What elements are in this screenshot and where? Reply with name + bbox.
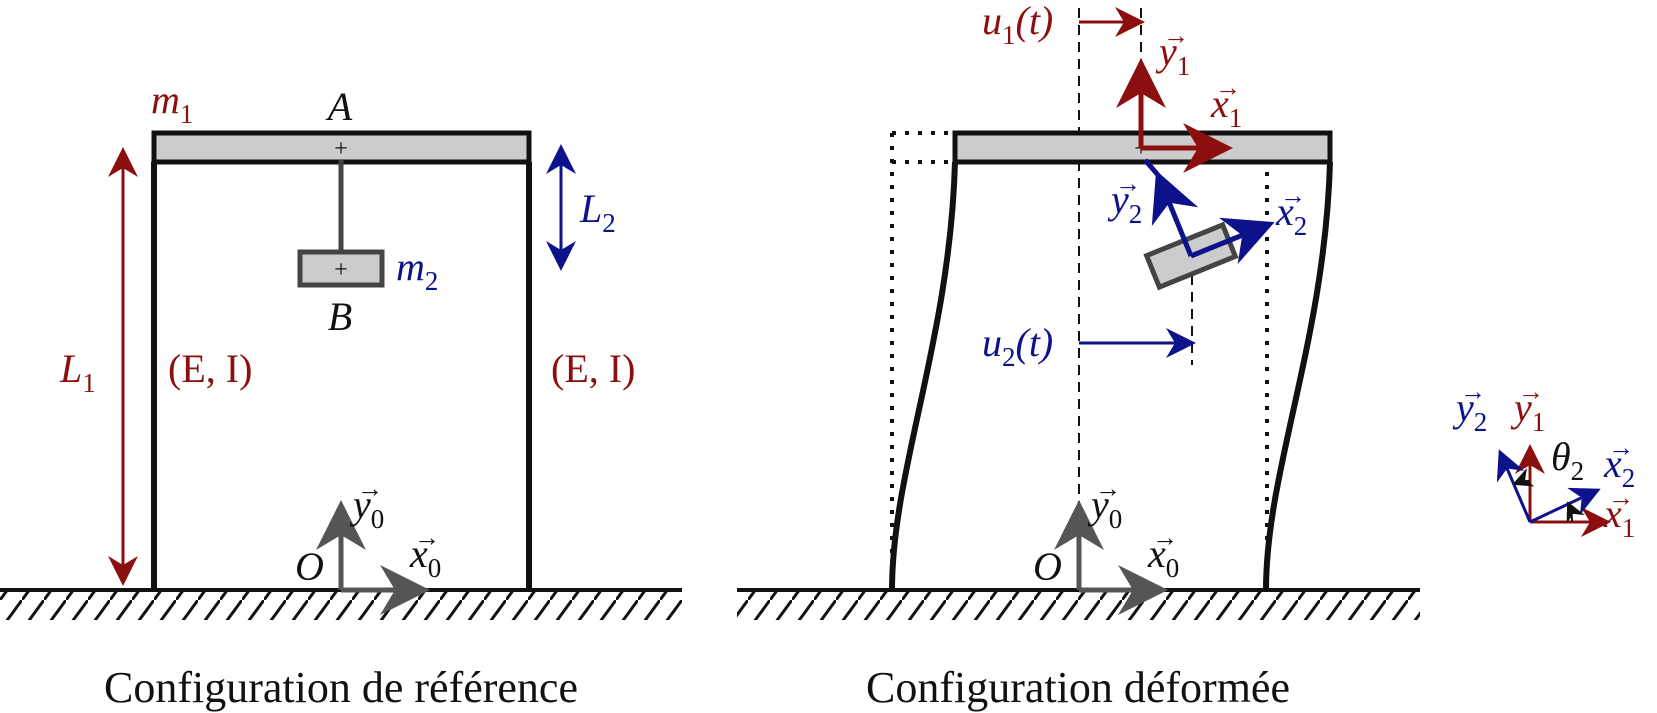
inset-x2-axis bbox=[1529, 487, 1601, 524]
reference-outline-dotted bbox=[890, 131, 1269, 590]
deformed-configuration: + u1(t) u2(t) → y1 → x1 → y2 bbox=[737, 0, 1420, 712]
inset-x2-label: → x2 bbox=[1603, 433, 1635, 493]
x0-label-right: → x0 bbox=[1147, 523, 1179, 583]
pendulum-mass bbox=[297, 249, 385, 288]
y1-label: → y1 bbox=[1155, 21, 1190, 81]
svg-text:y0: y0 bbox=[349, 482, 384, 534]
deformed-left-column bbox=[889, 161, 958, 591]
svg-text:→: → bbox=[1608, 433, 1634, 462]
b-label: B bbox=[328, 294, 352, 339]
y2-label: → y2 bbox=[1107, 169, 1142, 229]
svg-text:x0: x0 bbox=[1147, 531, 1179, 583]
svg-text:x0: x0 bbox=[409, 531, 441, 583]
svg-text:y2: y2 bbox=[1452, 385, 1487, 437]
svg-text:→: → bbox=[1115, 169, 1141, 198]
svg-text:x1: x1 bbox=[1603, 491, 1635, 543]
x2-label: → x2 bbox=[1275, 181, 1307, 241]
top-beam bbox=[151, 130, 532, 165]
svg-text:x2: x2 bbox=[1603, 441, 1635, 493]
inset-y1-label: → y1 bbox=[1510, 377, 1545, 437]
rotation-angle-inset: → y2 → y1 θ2 → x2 → x1 bbox=[1452, 377, 1635, 543]
u2-label: u2(t) bbox=[982, 320, 1053, 372]
ei-left-label: (E, I) bbox=[168, 346, 252, 391]
inset-theta2-label: θ2 bbox=[1551, 434, 1584, 486]
inset-angle-arc-y bbox=[1512, 467, 1535, 487]
svg-text:x2: x2 bbox=[1275, 189, 1307, 241]
svg-text:→: → bbox=[1095, 474, 1121, 503]
inset-angle-arc-x bbox=[1566, 501, 1585, 524]
svg-text:y0: y0 bbox=[1087, 482, 1122, 534]
y0-label-left: → y0 bbox=[349, 474, 384, 534]
y0-label-right: → y0 bbox=[1087, 474, 1122, 534]
origin-o-label-left: O bbox=[295, 544, 324, 589]
caption-left: Configuration de référence bbox=[104, 663, 578, 712]
inset-y2-label: → y2 bbox=[1452, 377, 1487, 437]
reference-configuration: + + m1 A B m2 L2 L1 (E, I) (E, I) O → y0… bbox=[0, 77, 682, 712]
svg-text:y1: y1 bbox=[1510, 385, 1545, 437]
svg-text:→: → bbox=[1280, 181, 1306, 210]
caption-right: Configuration déformée bbox=[866, 663, 1290, 712]
point-b-marker: + bbox=[334, 257, 348, 283]
ground-hatch-right bbox=[737, 590, 1420, 620]
x1-label: → x1 bbox=[1210, 73, 1242, 133]
inset-y2-axis bbox=[1496, 449, 1532, 523]
l2-label: L2 bbox=[579, 186, 616, 238]
origin-o-label-right: O bbox=[1033, 544, 1062, 589]
pendulum-link-deformed bbox=[1143, 158, 1160, 177]
svg-text:y1: y1 bbox=[1155, 29, 1190, 81]
m1-label: m1 bbox=[151, 77, 193, 129]
deformed-right-column bbox=[1263, 161, 1333, 591]
inset-x1-label: → x1 bbox=[1603, 483, 1635, 543]
svg-text:→: → bbox=[1215, 73, 1241, 102]
svg-text:y2: y2 bbox=[1107, 177, 1142, 229]
svg-text:→: → bbox=[1163, 21, 1189, 50]
ground-hatch-left bbox=[0, 590, 682, 620]
u1-label: u1(t) bbox=[982, 0, 1053, 50]
svg-text:→: → bbox=[1608, 483, 1634, 512]
x0-label-left: → x0 bbox=[409, 523, 441, 583]
l1-label: L1 bbox=[59, 346, 96, 398]
ei-right-label: (E, I) bbox=[551, 346, 635, 391]
x2-axis bbox=[1190, 217, 1275, 265]
a-label: A bbox=[325, 84, 353, 129]
m2-label: m2 bbox=[396, 244, 438, 296]
svg-text:→: → bbox=[357, 474, 383, 503]
svg-text:x1: x1 bbox=[1210, 81, 1242, 133]
point-a-marker: + bbox=[334, 136, 348, 162]
svg-text:→: → bbox=[1460, 377, 1486, 406]
svg-text:→: → bbox=[1152, 523, 1178, 552]
svg-text:→: → bbox=[1518, 377, 1544, 406]
y2-axis bbox=[1151, 170, 1199, 257]
svg-text:→: → bbox=[414, 523, 440, 552]
